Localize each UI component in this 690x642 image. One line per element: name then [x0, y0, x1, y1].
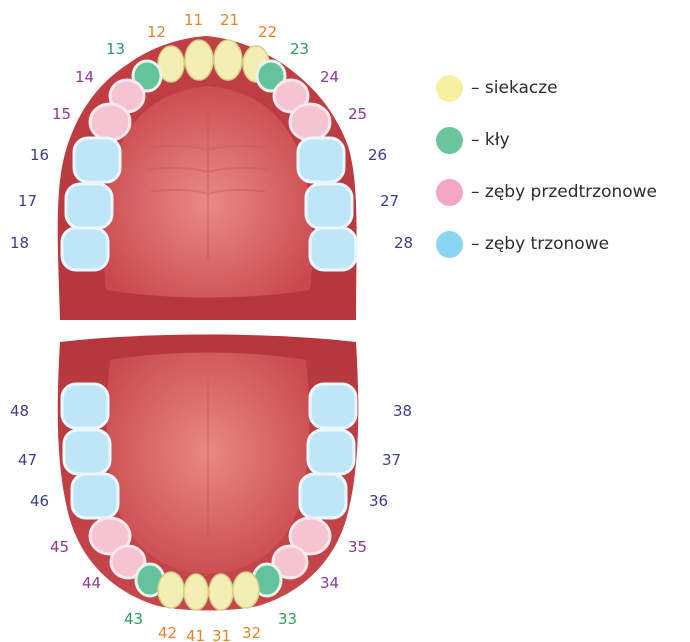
tooth-label-14: 14	[75, 68, 94, 86]
tooth-15	[90, 104, 130, 140]
tooth-label-47: 47	[18, 451, 37, 469]
tooth-47	[64, 430, 110, 474]
tooth-label-18: 18	[10, 234, 29, 252]
legend-item-incisors: – siekacze	[436, 62, 657, 114]
tooth-label-35: 35	[348, 538, 367, 556]
tooth-21	[214, 40, 242, 80]
tooth-label-36: 36	[369, 492, 388, 510]
tooth-25	[290, 104, 330, 140]
tooth-label-12: 12	[147, 23, 166, 41]
legend-item-molars: – zęby trzonowe	[436, 218, 657, 270]
tooth-label-43: 43	[124, 610, 143, 628]
canine-dot-icon	[436, 127, 463, 154]
tooth-label-22: 22	[258, 23, 277, 41]
tooth-46	[72, 474, 118, 518]
tooth-label-48: 48	[10, 402, 29, 420]
tooth-label-13: 13	[106, 40, 125, 58]
tooth-label-44: 44	[82, 574, 101, 592]
tooth-label-31: 31	[212, 627, 231, 642]
tooth-38	[310, 384, 356, 428]
tooth-label-25: 25	[348, 105, 367, 123]
tooth-11	[185, 40, 213, 80]
tooth-label-34: 34	[320, 574, 339, 592]
tooth-label-11: 11	[184, 11, 203, 29]
tooth-28	[310, 228, 356, 270]
tooth-label-45: 45	[50, 538, 69, 556]
legend-label: – zęby trzonowe	[471, 234, 609, 254]
tooth-32	[233, 572, 259, 608]
tooth-36	[300, 474, 346, 518]
tooth-18	[62, 228, 108, 270]
molar-dot-icon	[436, 231, 463, 258]
tooth-label-41: 41	[186, 627, 205, 642]
tooth-label-28: 28	[394, 234, 413, 252]
legend-item-premolars: – zęby przedtrzonowe	[436, 166, 657, 218]
tooth-label-27: 27	[380, 192, 399, 210]
legend: – siekacze – kły – zęby przedtrzonowe – …	[436, 62, 657, 270]
legend-item-canines: – kły	[436, 114, 657, 166]
legend-label: – zęby przedtrzonowe	[471, 182, 657, 202]
tooth-label-23: 23	[290, 40, 309, 58]
tooth-48	[62, 384, 108, 428]
tooth-label-42: 42	[158, 624, 177, 642]
incisor-dot-icon	[436, 75, 463, 102]
tooth-41	[184, 574, 208, 610]
tooth-label-17: 17	[18, 192, 37, 210]
tooth-label-37: 37	[382, 451, 401, 469]
premolar-dot-icon	[436, 179, 463, 206]
tooth-label-33: 33	[278, 610, 297, 628]
tooth-31	[209, 574, 233, 610]
tooth-label-24: 24	[320, 68, 339, 86]
tooth-label-15: 15	[52, 105, 71, 123]
tooth-label-26: 26	[368, 146, 387, 164]
legend-label: – kły	[471, 130, 510, 150]
tooth-37	[308, 430, 354, 474]
tooth-label-16: 16	[30, 146, 49, 164]
tooth-26	[298, 138, 344, 182]
tooth-27	[306, 184, 352, 228]
tooth-16	[74, 138, 120, 182]
tooth-label-21: 21	[220, 11, 239, 29]
tooth-42	[158, 572, 184, 608]
tooth-label-32: 32	[242, 624, 261, 642]
tooth-17	[66, 184, 112, 228]
tooth-label-46: 46	[30, 492, 49, 510]
tooth-label-38: 38	[393, 402, 412, 420]
legend-label: – siekacze	[471, 78, 558, 98]
